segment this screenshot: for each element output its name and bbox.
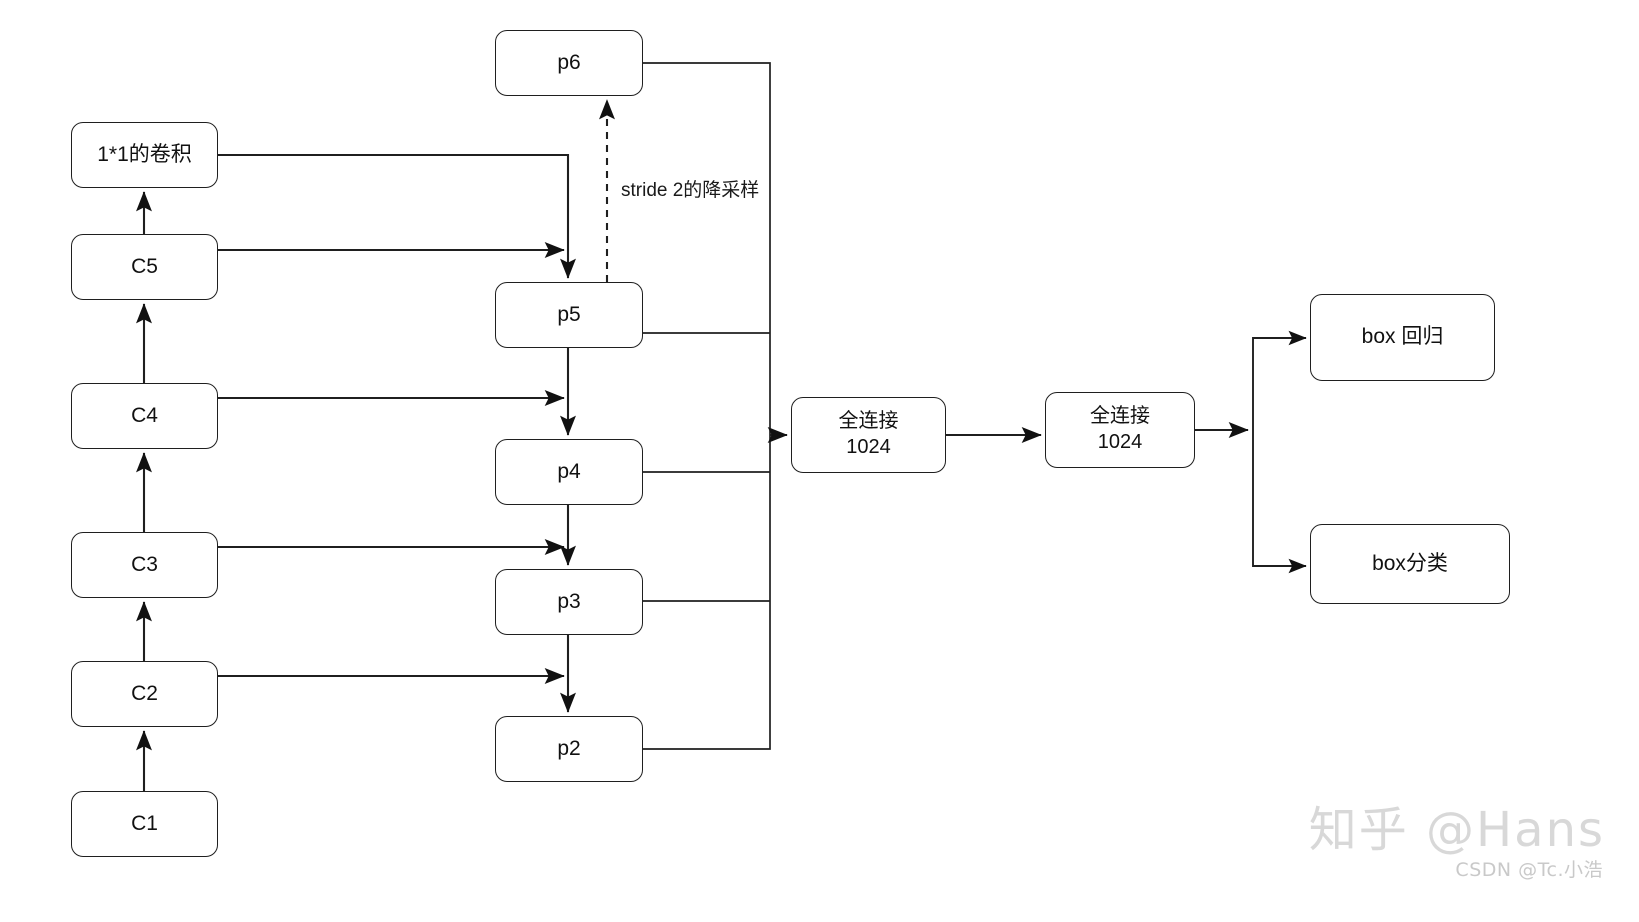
node-label: C4: [131, 403, 158, 427]
node-label: C2: [131, 681, 158, 705]
node-c2[interactable]: C2: [71, 661, 218, 727]
node-box-regression[interactable]: box 回归: [1310, 294, 1495, 381]
node-fc2[interactable]: 全连接 1024: [1045, 392, 1195, 468]
watermark-zhihu: 知乎 @Hans: [1308, 802, 1605, 858]
edge-conv-p5: [218, 153, 576, 279]
node-label: p2: [557, 736, 581, 760]
node-p3[interactable]: p3: [495, 569, 643, 635]
node-label: p4: [557, 459, 581, 483]
node-c3[interactable]: C3: [71, 532, 218, 598]
node-label: 1*1的卷积: [97, 142, 192, 166]
node-conv-1x1[interactable]: 1*1的卷积: [71, 122, 218, 188]
edge-p2-bus: [643, 435, 771, 750]
node-label: C3: [131, 552, 158, 576]
watermark-csdn: CSDN @Tc.小浩: [1455, 859, 1603, 881]
node-label: box 回归: [1361, 325, 1444, 349]
node-c4[interactable]: C4: [71, 383, 218, 449]
node-p4[interactable]: p4: [495, 439, 643, 505]
node-label: 全连接 1024: [1090, 405, 1150, 453]
node-p6[interactable]: p6: [495, 30, 643, 96]
node-label: p5: [557, 302, 581, 326]
node-c5[interactable]: C5: [71, 234, 218, 300]
node-box-classification[interactable]: box分类: [1310, 524, 1510, 604]
node-p2[interactable]: p2: [495, 716, 643, 782]
node-label: box分类: [1372, 551, 1448, 575]
node-label: p6: [557, 50, 581, 74]
node-label: C5: [131, 254, 158, 278]
node-p5[interactable]: p5: [495, 282, 643, 348]
edge-label-stride-downsample: stride 2的降采样: [621, 180, 760, 201]
edge-split-boxcls: [1252, 430, 1307, 574]
node-label: C1: [131, 811, 158, 835]
node-label: p3: [557, 589, 581, 613]
edge-p6-bus: [643, 62, 771, 435]
edge-split-boxreg: [1252, 330, 1307, 430]
node-c1[interactable]: C1: [71, 791, 218, 857]
node-fc1[interactable]: 全连接 1024: [791, 397, 946, 473]
node-label: 全连接 1024: [838, 410, 899, 458]
